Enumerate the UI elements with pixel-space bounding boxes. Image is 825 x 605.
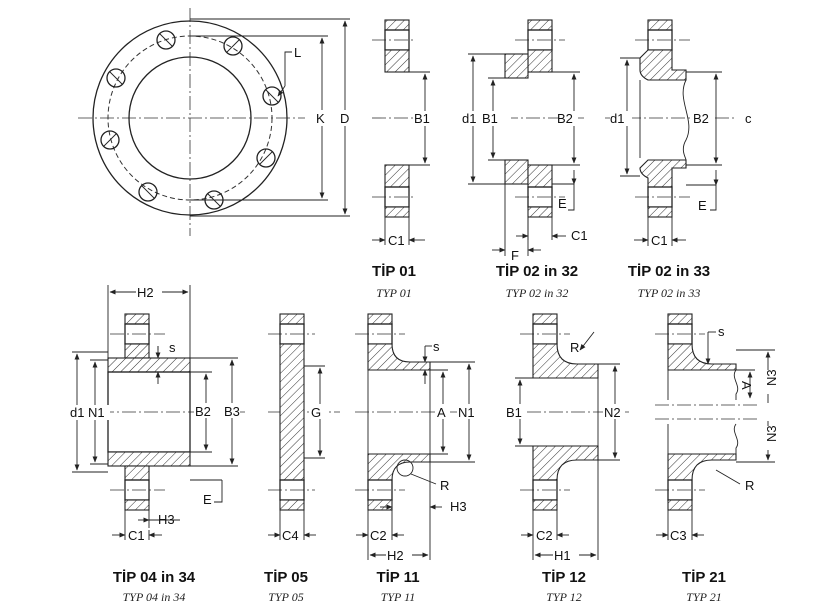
label-L: L	[294, 45, 301, 60]
figure-typ-11: s A N1 R H3 C2 H2 TİP 11 TYP 11	[355, 313, 480, 604]
label-B2: B2	[557, 111, 573, 126]
figure-subtitle: TYP 04 in 34	[123, 590, 186, 604]
figure-typ-04-in-34: H2 s d1 N1 B2 B3 E H3	[70, 285, 245, 604]
figure-title: TİP 01	[372, 263, 416, 280]
label-N2: N2	[604, 405, 621, 420]
label-F: F	[511, 248, 519, 263]
label-C3: C3	[670, 528, 687, 543]
label-N3: N3	[764, 425, 779, 442]
label-E: E	[203, 492, 212, 507]
figure-title: TİP 05	[264, 569, 308, 586]
label-R: R	[570, 340, 579, 355]
figure-subtitle: TYP 21	[686, 590, 721, 604]
figure-typ-05: G C4 TİP 05 TYP 05	[264, 313, 340, 604]
figure-title: TİP 04 in 34	[113, 569, 196, 586]
label-H2: H2	[387, 548, 404, 563]
figure-title: TİP 21	[682, 569, 726, 586]
label-B2: B2	[195, 404, 211, 419]
label-C1: C1	[388, 233, 405, 248]
figure-title: TİP 02 in 32	[496, 263, 578, 280]
figure-typ-02-in-33: d1 B2 c E C1 TİP 02 in 33 TYP 02 in 33	[605, 19, 752, 300]
label-C1: C1	[571, 228, 588, 243]
figure-typ-12: B1 N2 R C2 H1 TİP 12 TYP 12	[505, 313, 630, 604]
label-R: R	[440, 478, 449, 493]
label-B1: B1	[506, 405, 522, 420]
label-N3: N3	[764, 369, 779, 386]
label-K: K	[316, 111, 325, 126]
label-d1: d1	[70, 405, 84, 420]
label-A: A	[437, 405, 446, 420]
label-N1: N1	[458, 405, 475, 420]
figure-title: TİP 02 in 33	[628, 263, 710, 280]
label-B2: B2	[693, 111, 709, 126]
label-R: R	[745, 478, 754, 493]
label-C2: C2	[536, 528, 553, 543]
figure-subtitle: TYP 12	[546, 590, 581, 604]
figure-subtitle: TYP 11	[381, 590, 416, 604]
figure-subtitle: TYP 02 in 32	[506, 286, 569, 300]
figure-subtitle: TYP 02 in 33	[638, 286, 701, 300]
figure-title: TİP 11	[376, 569, 419, 586]
bore-circle	[128, 56, 252, 180]
label-C2: C2	[370, 528, 387, 543]
label-B1: B1	[414, 111, 430, 126]
label-d1: d1	[610, 111, 624, 126]
label-H1: H1	[554, 548, 571, 563]
label-D: D	[340, 111, 349, 126]
bolt-holes	[100, 30, 282, 210]
label-C1: C1	[128, 528, 145, 543]
figure-title: TİP 12	[542, 569, 586, 586]
figure-typ-21: s A N3 N3 R C3 TİP 21 TYP 21	[655, 313, 779, 604]
figure-typ-02-in-32: d1 B1 B2 E C1 F TİP 02 in 32 TYP 02 in 3…	[461, 19, 588, 300]
label-H3: H3	[450, 499, 467, 514]
outer-circle	[92, 20, 288, 216]
label-s: s	[169, 340, 176, 355]
figure-subtitle: TYP 01	[376, 286, 411, 300]
label-G: G	[311, 405, 321, 420]
label-d1: d1	[462, 111, 476, 126]
label-A: A	[739, 381, 754, 390]
label-c: c	[745, 111, 752, 126]
label-H3: H3	[158, 512, 175, 527]
figure-typ-01: B1 C1 TİP 01 TYP 01	[372, 19, 434, 300]
label-H2: H2	[137, 285, 154, 300]
label-s: s	[718, 324, 725, 339]
label-E: E	[558, 196, 567, 211]
figure-subtitle: TYP 05	[268, 590, 303, 604]
label-B3: B3	[224, 404, 240, 419]
label-s: s	[433, 339, 440, 354]
label-B1: B1	[482, 111, 498, 126]
label-E: E	[698, 198, 707, 213]
label-N1: N1	[88, 405, 105, 420]
front-view: L K D	[78, 8, 353, 236]
label-C1: C1	[651, 233, 668, 248]
label-C4: C4	[282, 528, 299, 543]
